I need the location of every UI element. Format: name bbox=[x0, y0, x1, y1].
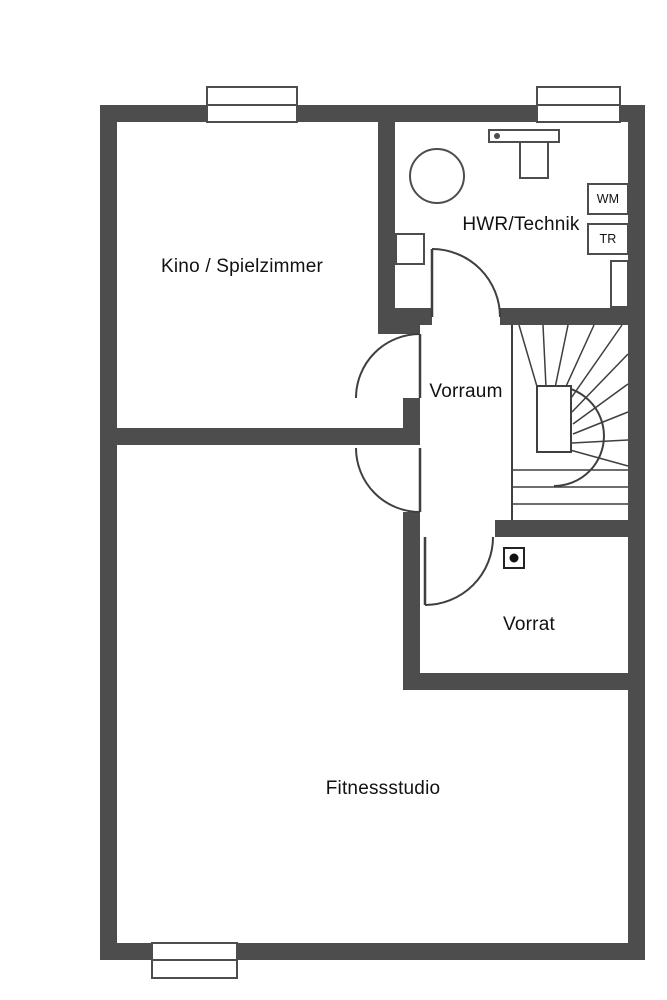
wall-hwr-bottom-left bbox=[395, 308, 432, 325]
wall-hwr-bottom-right bbox=[500, 308, 645, 325]
water-connection-unit bbox=[519, 141, 549, 179]
stair-tread bbox=[542, 324, 547, 388]
wall-fixture-tall bbox=[610, 260, 629, 308]
wall-kino-bottom bbox=[117, 428, 420, 445]
dryer-label: TR bbox=[599, 232, 617, 246]
door-hwr-arc bbox=[431, 248, 501, 318]
door-fitness-arc bbox=[355, 447, 421, 513]
stair-tread bbox=[572, 411, 629, 435]
duct-box bbox=[395, 233, 425, 265]
wall-left bbox=[100, 105, 117, 960]
column-marker bbox=[503, 547, 525, 569]
stair-tread bbox=[518, 324, 539, 391]
wall-vorrat-bottom bbox=[403, 673, 645, 690]
hwr-fixtures bbox=[395, 129, 629, 308]
stair-tread bbox=[572, 383, 629, 425]
stair-tread bbox=[568, 324, 623, 402]
room-label-fitnessstudio: Fitnessstudio bbox=[325, 778, 441, 799]
stair-handrail-arc bbox=[553, 385, 605, 487]
dryer-box bbox=[587, 223, 629, 255]
windows bbox=[151, 86, 621, 979]
staircase bbox=[511, 324, 629, 520]
room-label-kino-spielzimmer: Kino / Spielzimmer bbox=[161, 256, 323, 277]
column-dot bbox=[509, 553, 519, 563]
room-label-vorrat: Vorrat bbox=[503, 614, 555, 635]
stair-newel bbox=[536, 385, 572, 453]
boiler-circle bbox=[409, 148, 465, 204]
door-vorrat-arc bbox=[424, 536, 494, 606]
washing-machine-box bbox=[587, 183, 629, 215]
door-swings bbox=[355, 248, 501, 606]
stair-tread bbox=[571, 353, 629, 413]
wall-stair-bottom bbox=[495, 520, 645, 537]
interior-walls bbox=[117, 122, 645, 690]
room-label-hwr-technik: HWR/Technik bbox=[462, 214, 580, 235]
wall-vorrat-left bbox=[403, 512, 420, 690]
stair-tread bbox=[562, 324, 595, 394]
valve-dot bbox=[494, 133, 500, 139]
stair-tread bbox=[554, 324, 569, 389]
door-kino-arc bbox=[355, 333, 421, 399]
room-label-vorraum: Vorraum bbox=[429, 381, 503, 402]
stair-tread bbox=[571, 439, 629, 444]
washing-machine-label: WM bbox=[596, 192, 620, 206]
wall-kino-right bbox=[378, 122, 395, 334]
